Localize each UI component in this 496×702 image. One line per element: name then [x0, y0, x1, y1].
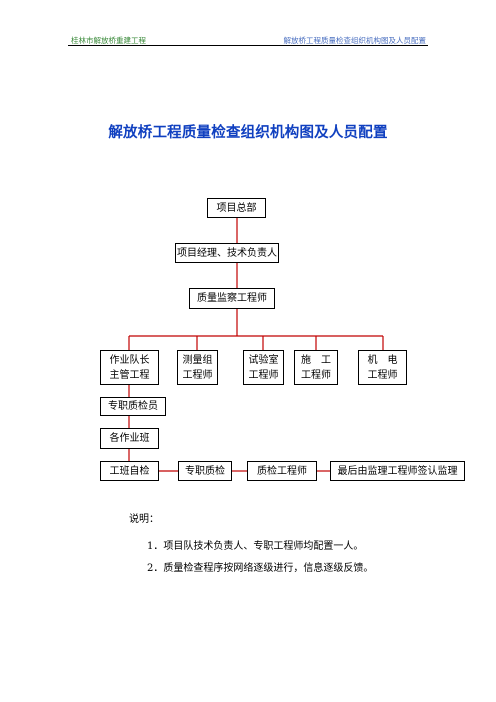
box-survey-engineer-line2: 工程师 [182, 369, 213, 381]
box-supervisor-signoff: 最后由监理工程师签认监理 [330, 461, 465, 481]
box-electromechanical-engineer-line2: 工程师 [367, 369, 398, 381]
box-team-leader-line2: 主管工程 [109, 369, 150, 381]
box-quality-supervisor: 质量监察工程师 [189, 288, 275, 309]
box-team-leader-line1: 作业队长 [109, 354, 150, 366]
page-header-left: 桂林市解放桥重建工程 [71, 36, 146, 45]
note-item-1: 1．项目队技术负责人、专职工程师均配置一人。 [147, 541, 364, 552]
header-rule [68, 45, 428, 46]
box-quality-inspector: 专职质检员 [100, 397, 166, 416]
box-project-manager: 项目经理、技术负责人 [175, 243, 279, 263]
box-lab-engineer-line2: 工程师 [248, 369, 279, 381]
note-item-2: 2．质量检查程序按网络逐级进行，信息逐级反馈。 [147, 563, 374, 574]
document-title: 解放桥工程质量检查组织机构图及人员配置 [108, 124, 388, 141]
box-electromechanical-engineer: 机 电 工程师 [358, 350, 407, 385]
box-team-leader: 作业队长 主管工程 [100, 350, 159, 385]
box-team-self-check: 工班自检 [100, 461, 159, 481]
box-survey-engineer: 测量组 工程师 [177, 350, 218, 385]
box-lab-engineer-line1: 试验室 [248, 354, 279, 366]
box-dedicated-check: 专职质检 [178, 461, 232, 481]
box-work-teams: 各作业班 [100, 428, 159, 449]
box-survey-engineer-line1: 测量组 [182, 354, 213, 366]
page-header-right: 解放桥工程质量检查组织机构图及人员配置 [283, 36, 427, 45]
box-quality-engineer: 质检工程师 [247, 461, 317, 481]
box-project-headquarters: 项目总部 [207, 198, 266, 218]
box-construction-engineer: 施 工 工程师 [294, 350, 338, 385]
box-electromechanical-engineer-line1: 机 电 [367, 354, 398, 366]
box-construction-engineer-line2: 工程师 [301, 369, 331, 381]
box-lab-engineer: 试验室 工程师 [243, 350, 284, 385]
notes-heading: 说明： [129, 514, 159, 525]
box-construction-engineer-line1: 施 工 [301, 354, 331, 366]
